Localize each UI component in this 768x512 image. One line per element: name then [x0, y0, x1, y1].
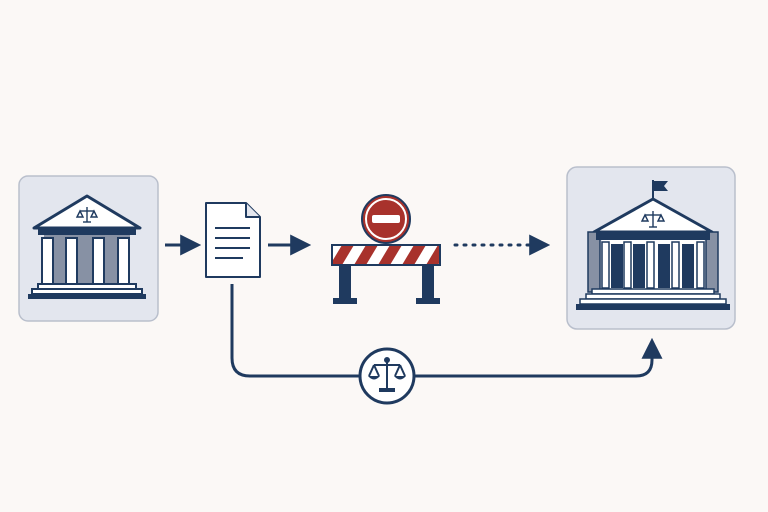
alternate-path-line [230, 284, 360, 378]
destination-court-node [566, 166, 736, 330]
courthouse-icon [28, 194, 146, 299]
no-entry-sign-icon [361, 194, 411, 244]
document-icon [205, 202, 261, 278]
road-barrier-no-entry-icon [331, 194, 441, 304]
courthouse-with-flag-icon [576, 180, 730, 310]
flag-icon [652, 180, 668, 200]
scales-of-justice-icon [358, 347, 416, 405]
origin-court-node [18, 175, 159, 322]
alternate-path-line-continued [414, 337, 663, 378]
